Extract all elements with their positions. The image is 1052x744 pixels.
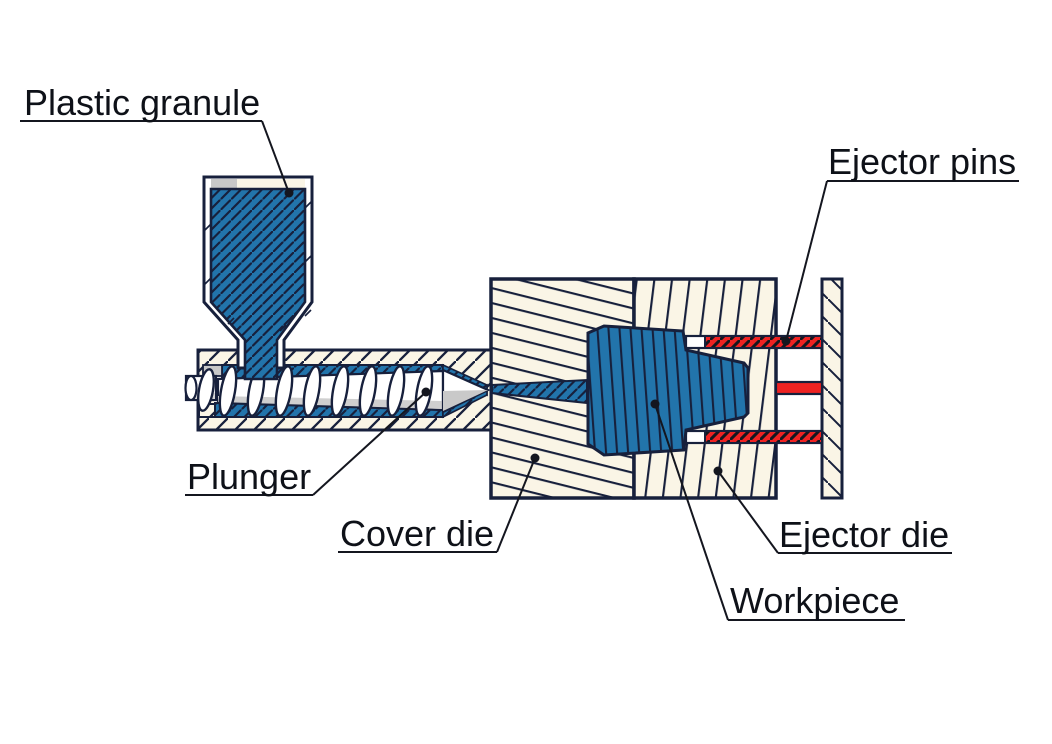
callout-dots [284, 188, 791, 476]
ejector-pin-middle [774, 380, 824, 396]
cone-shading [443, 390, 488, 411]
leader-ejector-pins [785, 180, 828, 342]
shaft-end-cap [184, 374, 198, 402]
screw-flight [218, 365, 238, 417]
dot-workpiece [650, 399, 660, 409]
barrel-assembly [184, 348, 493, 432]
hopper-wall-ticks [204, 201, 312, 332]
screw-flight [197, 368, 215, 412]
label-ejector-pins: Ejector pins [828, 141, 1016, 182]
hopper [202, 175, 314, 381]
callout-lines [20, 120, 1019, 621]
ejector-pin-bottom [704, 430, 823, 444]
ejector-pin-top [704, 335, 823, 349]
screw-flight [302, 365, 322, 417]
label-cover-die: Cover die [340, 513, 494, 554]
leader-ejector-die [717, 470, 779, 554]
screw-flight [358, 365, 378, 417]
leader-plastic-granule [261, 120, 290, 194]
label-ejector-die: Ejector die [779, 514, 949, 555]
ejector-plate [820, 277, 844, 500]
screw-flight [386, 365, 406, 417]
leader-plunger [312, 391, 427, 496]
hopper-headspace-shadow [211, 179, 237, 189]
dot-cover-die [530, 453, 540, 463]
label-plastic-granule: Plastic granule [24, 82, 260, 123]
dot-ejector-die [713, 466, 723, 476]
screw-flight [274, 365, 294, 417]
screw-flight [330, 365, 350, 417]
workpiece-part [586, 324, 750, 457]
dot-ejector-pins [781, 336, 791, 346]
label-workpiece: Workpiece [730, 580, 899, 621]
dot-plunger [421, 387, 431, 397]
leader-workpiece [654, 403, 729, 621]
label-plunger: Plunger [187, 456, 311, 497]
dot-plastic-granule [284, 188, 294, 198]
leader-cover-die [496, 457, 536, 553]
hopper-granules [209, 187, 307, 381]
hopper-headspace [211, 179, 305, 189]
